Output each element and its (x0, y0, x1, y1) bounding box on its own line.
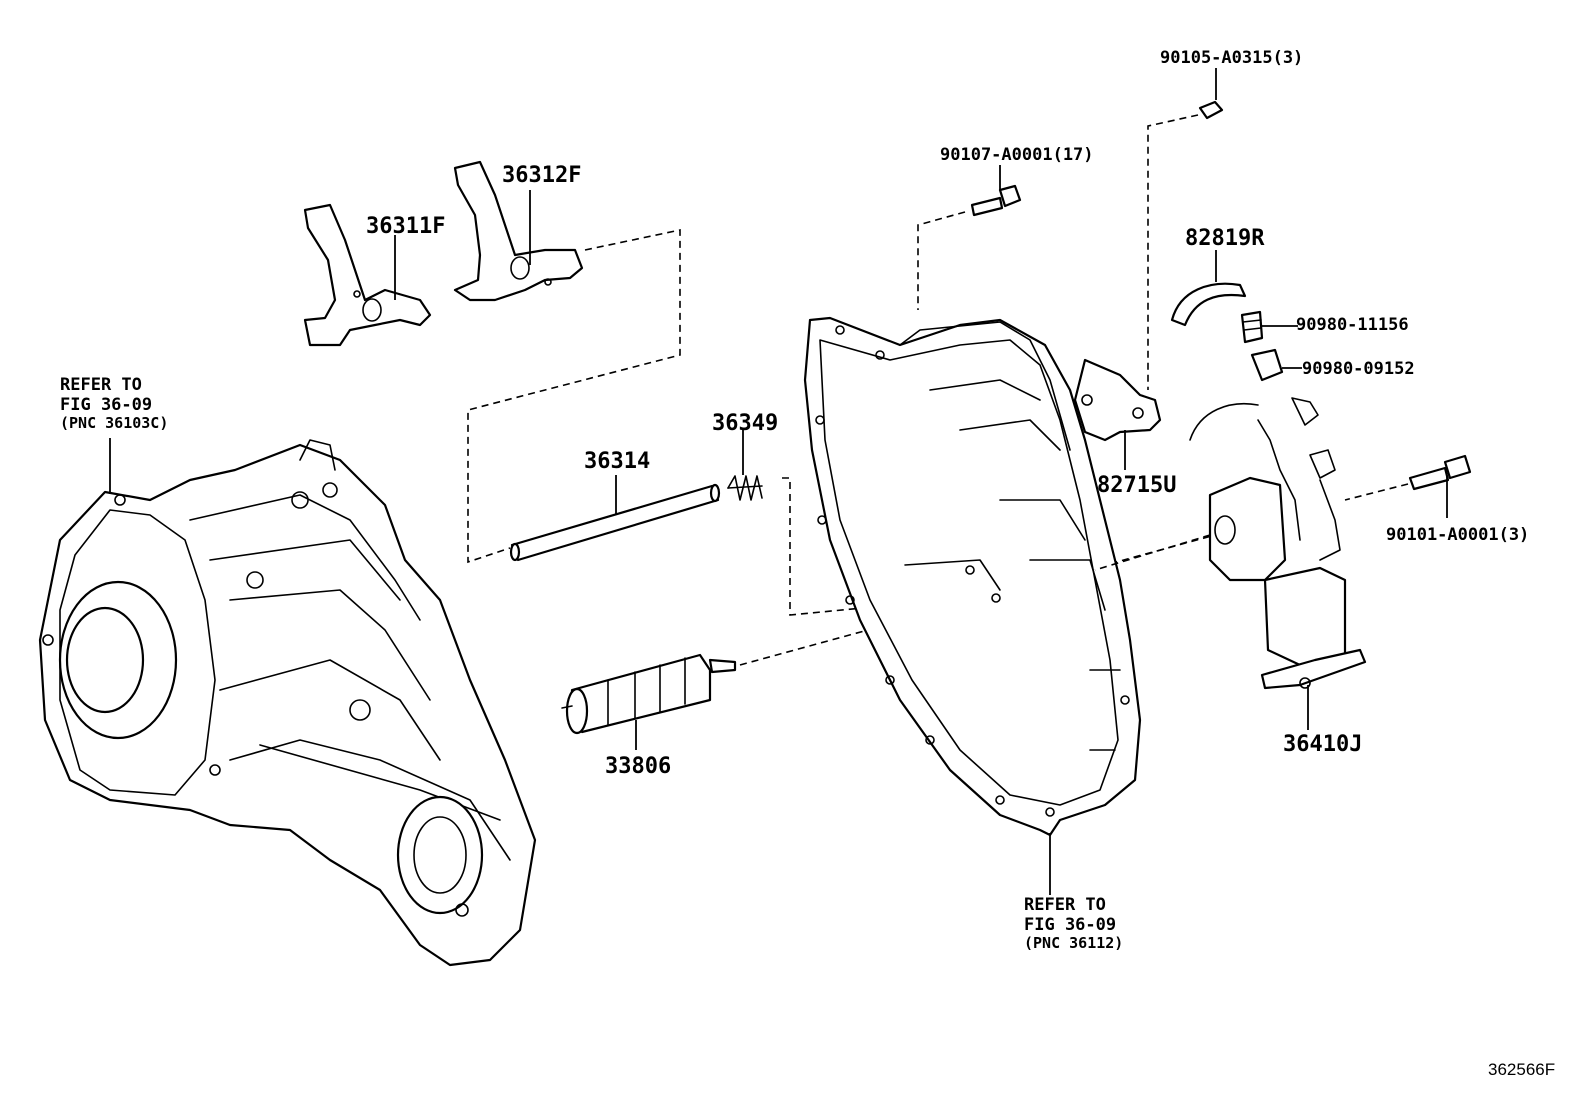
spring-36349 (727, 475, 763, 501)
ref-left-line2: FIG 36-09 (60, 395, 152, 415)
ref-bottom-line3: (PNC 36112) (1024, 934, 1123, 952)
spring-guide-line (782, 477, 999, 616)
label-36410J: 36410J (1283, 732, 1362, 757)
label-36311F: 36311F (366, 214, 445, 239)
diagram-id-code: 362566F (1488, 1060, 1555, 1079)
actuator-36410J (1189, 397, 1367, 690)
shift-shaft-36314 (509, 483, 721, 562)
label-90105: 90105-A0315(3) (1160, 48, 1303, 68)
bolt-90101 (1408, 454, 1472, 491)
bolt-90105 (1198, 100, 1224, 120)
boot-90980-11156 (1240, 310, 1264, 344)
bolt-90105-guide-line (1147, 114, 1199, 390)
label-90980-11156: 90980-11156 (1296, 315, 1409, 335)
connector-90980-09152 (1250, 348, 1284, 382)
ref-left-line1: REFER TO (60, 375, 142, 395)
label-82715U: 82715U (1097, 473, 1176, 498)
transfer-case-front-housing (38, 439, 537, 967)
shift-drum-33806 (561, 653, 737, 735)
label-90107: 90107-A0001(17) (940, 145, 1094, 165)
transfer-case-rear-housing (803, 316, 1142, 837)
hose-82819R (1170, 282, 1247, 327)
actuator-guide-line (1094, 534, 1211, 571)
ref-bottom-line2: FIG 36-09 (1024, 915, 1116, 935)
leader-lines (109, 68, 1448, 895)
bolt-90107 (970, 184, 1022, 217)
label-33806: 33806 (605, 754, 671, 779)
label-36312F: 36312F (502, 163, 581, 188)
ref-bottom-line1: REFER TO (1024, 895, 1106, 915)
shift-fork-36312F (453, 160, 584, 302)
label-90101: 90101-A0001(3) (1386, 525, 1529, 545)
fork-guide-line (467, 229, 681, 564)
sensor-82715U (1073, 358, 1162, 442)
label-36349: 36349 (712, 411, 778, 436)
ref-left-line3: (PNC 36103C) (60, 414, 168, 432)
bolt-90101-guide-line (1344, 483, 1409, 501)
label-36314: 36314 (584, 449, 650, 474)
shift-fork-36311F (303, 203, 432, 347)
bolt-90107-guide-line (917, 211, 966, 310)
label-82819R: 82819R (1185, 226, 1265, 251)
label-90980-09152: 90980-09152 (1302, 359, 1415, 379)
